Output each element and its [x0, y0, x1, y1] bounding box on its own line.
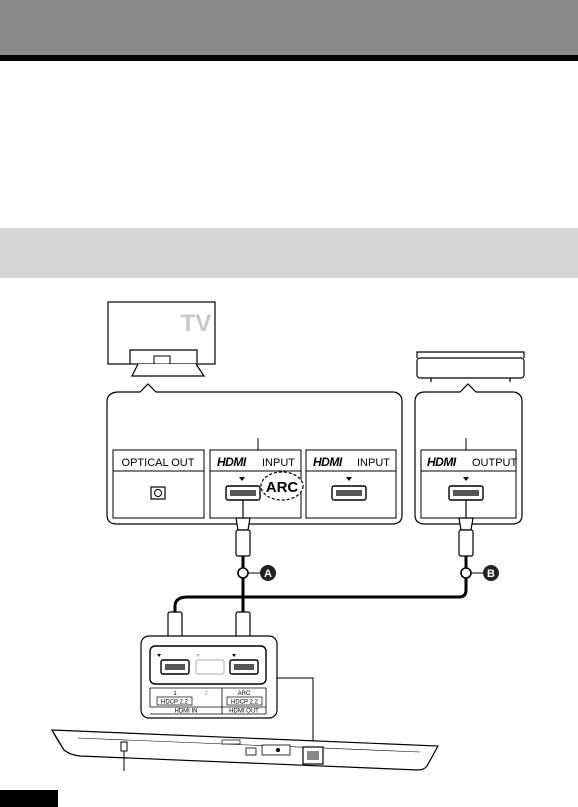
- soundbar-arc-label: ARC: [238, 691, 251, 697]
- tv-stand-base: [131, 363, 206, 377]
- header-rule: [0, 55, 578, 61]
- header-bar: [0, 0, 578, 55]
- soundbar-panel-leader: [277, 677, 314, 748]
- tv-illustration: TV: [107, 301, 216, 377]
- soundbar-port-dot: [276, 748, 280, 752]
- cable-b-badge: [483, 565, 499, 581]
- cable-a-marker-ring: [237, 567, 249, 579]
- cable-b-top-housing: [458, 529, 474, 557]
- section-band: [0, 228, 578, 278]
- port-2-marker: [196, 654, 200, 657]
- hdmi-output-box: [420, 449, 517, 519]
- hdmi-output-marker: [463, 477, 469, 481]
- soundbar-body: [50, 729, 439, 771]
- soundbar-end-left: [51, 729, 65, 751]
- tv-stand-neck: [153, 355, 171, 365]
- hdmi-out-label: HDMI OUT: [229, 709, 259, 715]
- arc-label: ARC: [266, 479, 299, 496]
- player-illustration: [416, 351, 525, 382]
- hdmi-output-label: OUTPUT: [472, 457, 518, 469]
- soundbar-port-left: [120, 741, 128, 752]
- port-1-hdcp: HDCP 2.2: [161, 700, 189, 706]
- hdmi-logo-1: HDMI: [217, 455, 247, 469]
- arc-hdcp-box: [226, 696, 263, 706]
- arc-hdcp: HDCP 2.2: [231, 700, 259, 706]
- hdmi-output-port-inner: [453, 490, 479, 496]
- optical-out-box: [112, 449, 205, 519]
- player-panel-callout: HDMI OUTPUT: [414, 383, 523, 525]
- arc-highlight-ring: [260, 471, 304, 501]
- footer-tab: [0, 790, 58, 807]
- hdmi-logo-2: HDMI: [313, 455, 343, 469]
- port-2-hdmi-in: [195, 659, 225, 675]
- cable-b-wire: [173, 556, 468, 612]
- cable-a: A: [235, 500, 276, 592]
- cable-b-label: B: [487, 568, 495, 580]
- cable-b-bottom-housing: [167, 611, 183, 639]
- player-top: [416, 351, 525, 358]
- port-arc-inner: [234, 664, 254, 670]
- soundbar-seam: [77, 737, 421, 753]
- hdmi-input-2-label: INPUT: [357, 457, 390, 469]
- optical-port-hole: [154, 489, 162, 497]
- port-2-label: 2: [204, 691, 208, 697]
- soundbar-panel: 1 HDCP 2.2 2 HDMI IN ARC HDCP 2.2 HDMI O…: [140, 635, 314, 748]
- hdmi-logo-player: HDMI: [427, 455, 457, 469]
- cable-b: B: [173, 500, 499, 612]
- optical-port: [150, 486, 166, 500]
- optical-out-label: OPTICAL OUT: [122, 457, 195, 469]
- hdmi-input-1-label: INPUT: [262, 457, 295, 469]
- port-arc-marker: [232, 654, 236, 657]
- soundbar-illustration: [50, 729, 439, 771]
- hdmi-arc-port-inner: [230, 490, 256, 496]
- connection-diagram-svg: TV OPTICAL OUT HDMI INPUT ARC HDMI: [50, 301, 525, 771]
- hdmi-input-2-box: [305, 449, 397, 519]
- connection-diagram: TV OPTICAL OUT HDMI INPUT ARC HDMI: [0, 290, 578, 807]
- hdmi-input-2-marker: [346, 477, 352, 481]
- port-1-hdcp-box: [156, 696, 193, 706]
- hdmi-input-2-port-inner: [336, 490, 362, 496]
- port-1-marker: [157, 654, 161, 657]
- cable-a-bottom-housing: [235, 611, 251, 639]
- soundbar-hdmi-area-inner: [307, 751, 319, 760]
- cable-a-badge: [260, 565, 276, 581]
- tv-label: TV: [181, 310, 212, 337]
- cable-b-marker-ring: [460, 567, 472, 579]
- player-body: [416, 357, 525, 379]
- cable-a-top-housing: [235, 529, 251, 557]
- soundbar-vent: [221, 739, 241, 745]
- tv-panel-callout: OPTICAL OUT HDMI INPUT ARC HDMI INPUT: [106, 383, 403, 525]
- cable-a-label: A: [264, 568, 272, 580]
- hdmi-arc-marker: [239, 477, 245, 481]
- tv-stand-frame: [129, 349, 198, 364]
- port-1-label: 1: [173, 691, 177, 697]
- hdmi-in-label: HDMI IN: [175, 709, 198, 715]
- soundbar-port-mid: [245, 747, 257, 756]
- port-1-inner: [165, 664, 185, 670]
